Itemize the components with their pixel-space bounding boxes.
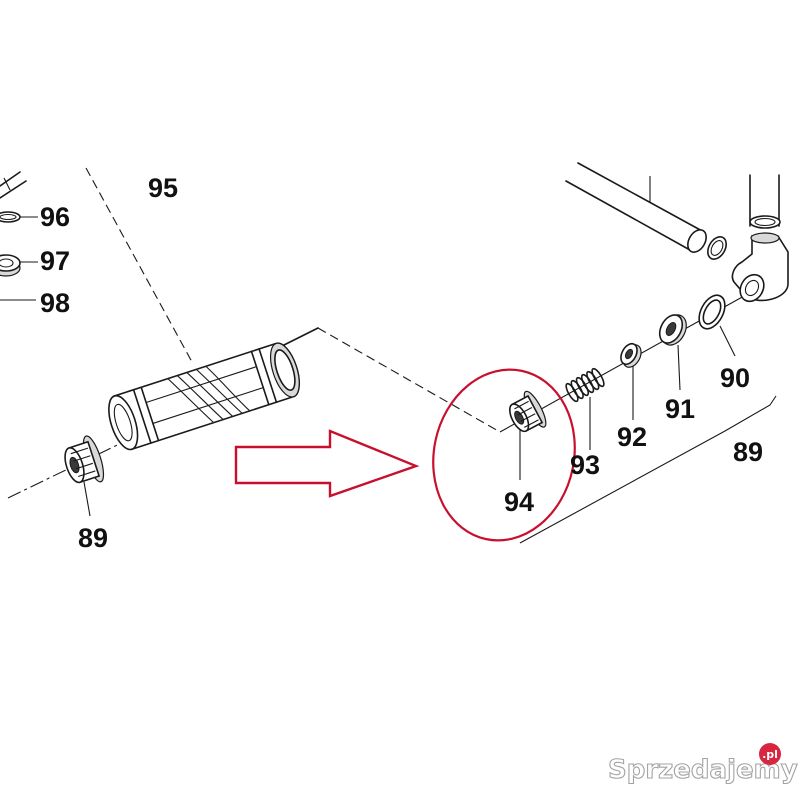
washer-part-91 bbox=[658, 314, 687, 391]
callout-93: 93 bbox=[570, 450, 600, 480]
highlight-circle bbox=[432, 368, 576, 542]
watermark-logo: Sprzedajemy .pl bbox=[607, 743, 798, 786]
assembly-bracket-89 bbox=[519, 395, 777, 544]
elbow-fitting bbox=[731, 174, 789, 303]
callout-89-left: 89 bbox=[78, 523, 108, 553]
watermark-dot bbox=[759, 743, 781, 765]
callout-96: 96 bbox=[40, 202, 70, 232]
callout-91: 91 bbox=[665, 394, 695, 424]
watermark-suffix: .pl bbox=[762, 748, 778, 761]
callout-95: 95 bbox=[148, 173, 178, 203]
spring-part-93 bbox=[565, 367, 605, 403]
end-cap-part-94 bbox=[509, 390, 547, 433]
nut-part-97 bbox=[0, 254, 38, 277]
guide-line-95 bbox=[85, 167, 193, 363]
callout-92: 92 bbox=[617, 422, 647, 452]
housing-cage-part-95 bbox=[108, 342, 301, 451]
pipe-tube-top-right bbox=[565, 162, 707, 253]
o-ring-part-96 bbox=[0, 211, 38, 223]
callout-89-right: 89 bbox=[733, 437, 763, 467]
washer-part-92 bbox=[620, 342, 642, 420]
callout-90: 90 bbox=[720, 363, 750, 393]
highlight-arrow bbox=[234, 429, 420, 498]
callout-94: 94 bbox=[504, 487, 534, 517]
washer-part-90 bbox=[698, 294, 736, 357]
guide-line-dashed-to-94 bbox=[317, 327, 501, 433]
callout-98: 98 bbox=[40, 288, 70, 318]
leader-line-89-left bbox=[83, 481, 91, 517]
guide-line-housing-to-94 bbox=[283, 327, 319, 346]
o-ring-pipe bbox=[707, 236, 727, 260]
end-cap-part-89-left bbox=[64, 435, 105, 484]
partial-part-top-left bbox=[0, 171, 27, 199]
callout-97: 97 bbox=[40, 246, 70, 276]
